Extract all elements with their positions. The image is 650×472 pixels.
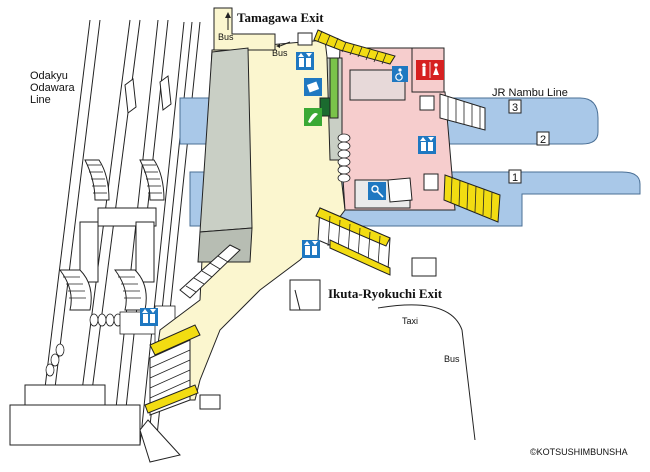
- exit-structures: [199, 32, 439, 410]
- elevator-icon: [302, 240, 320, 258]
- jr-nambu-line-label: JR Nambu Line: [492, 87, 568, 99]
- ikuta-ryokuchi-exit-label: Ikuta-Ryokuchi Exit: [328, 286, 443, 301]
- tamagawa-exit-label: Tamagawa Exit: [237, 10, 324, 25]
- taxi-label: Taxi: [402, 316, 418, 326]
- ticket-machine-icon: [304, 78, 322, 96]
- bus-arrow-head-icon: [225, 12, 231, 18]
- bus-label-bottom: Bus: [444, 354, 460, 364]
- platform-number-1: 1: [508, 169, 522, 184]
- green-window-icon: [304, 108, 322, 126]
- concourse-columns: [337, 133, 351, 183]
- bus-side-arrow-head-icon: [276, 44, 280, 48]
- odakyu-structures: [9, 75, 172, 446]
- bus-label-arrow: Bus: [272, 48, 288, 58]
- copyright-label: ©KOTSUSHIMBUNSHA: [530, 447, 628, 457]
- odakyu-line-label-1: Odakyu: [30, 70, 68, 82]
- platform-number-2: 2: [536, 131, 550, 146]
- stairs: [139, 29, 501, 463]
- elevator-icon: [296, 52, 314, 70]
- svg-text:1: 1: [512, 172, 518, 184]
- odakyu-stair-lines: [63, 164, 162, 299]
- platform-number-3: 3: [508, 99, 522, 114]
- bus-label-top: Bus: [218, 32, 234, 42]
- wheelchair-icon: [392, 66, 408, 82]
- road-lines: [294, 289, 476, 441]
- locker-icon: [368, 182, 386, 200]
- bus-side-arrow-icon: [279, 41, 291, 47]
- odakyu-line-label-3: Line: [30, 94, 51, 106]
- elevator-icon: [140, 308, 158, 326]
- svg-text:2: 2: [540, 134, 546, 146]
- svg-text:3: 3: [512, 102, 518, 114]
- restroom-icon: [416, 60, 444, 80]
- elevator-icon: [418, 136, 436, 154]
- odakyu-line-label-2: Odawara: [30, 82, 76, 94]
